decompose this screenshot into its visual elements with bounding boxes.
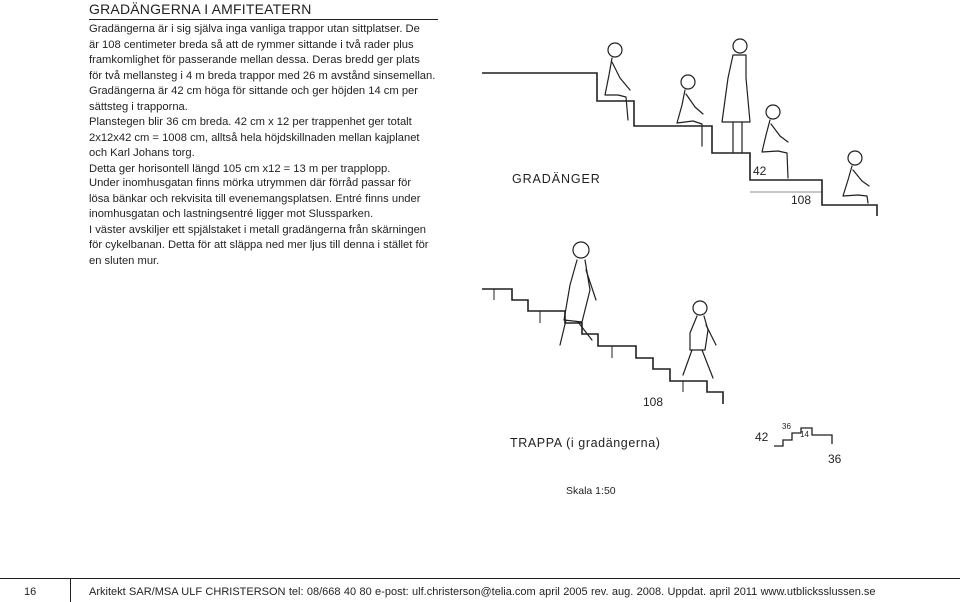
dimension-14: 14 (800, 430, 809, 439)
seated-person-figure (604, 42, 631, 121)
text-line: Detta ger horisontell längd 105 cm x12 =… (89, 162, 391, 175)
detail-step (774, 427, 833, 447)
text-line: Gradängerna är 42 cm höga för sittande o… (89, 85, 418, 97)
paragraph-storage-description: Under inomhusgatan finns mörka utrymmen … (89, 176, 449, 269)
dimension-42-top: 42 (753, 164, 767, 178)
dimension-36-large: 36 (828, 452, 842, 466)
text-line: Under inomhusgatan finns mörka utrymmen … (89, 177, 412, 189)
footer-contact-info: Arkitekt SAR/MSA ULF CHRISTERSON tel: 08… (89, 586, 876, 598)
text-line: och Karl Johans torg. (89, 147, 195, 159)
paragraph-gradanger-description: Gradängerna är i sig själva inga vanliga… (89, 22, 449, 177)
text-line: för två mellansteg i 4 m breda trappor m… (89, 69, 436, 82)
trappa-inner-nosing (493, 289, 684, 392)
dimension-42-bottom: 42 (755, 430, 769, 444)
text-line: I väster avskiljer ett spjälstaket i met… (89, 223, 427, 236)
scale-label: Skala 1:50 (566, 485, 616, 497)
text-line: för cykelbanan. Detta för att släppa ned… (89, 239, 429, 251)
text-line: Planstegen blir 36 cm breda. 42 cm x 12 … (89, 116, 412, 128)
trappa-outline (482, 288, 724, 404)
text-line: Gradängerna är i sig själva inga vanliga… (89, 23, 420, 35)
seated-person-figure (842, 150, 870, 204)
dimension-108-top: 108 (791, 193, 812, 207)
walking-person-figure (682, 300, 717, 379)
footer-divider (70, 578, 71, 602)
text-line: är 108 centimeter breda så att de rymmer… (89, 38, 414, 51)
dimension-36-small: 36 (782, 422, 791, 431)
label-gradanger: GRADÄNGER (512, 172, 601, 186)
footer-rule (0, 578, 960, 579)
text-line: 2x12x42 cm = 1008 cm, alltså hela höjdsk… (89, 131, 420, 144)
dimension-108-bottom: 108 (643, 395, 664, 409)
text-line: en sluten mur. (89, 254, 160, 267)
seated-person-figure (676, 74, 704, 147)
heading-underline (89, 19, 438, 20)
text-line: inomhusgatan och lastningsentré ligger m… (89, 208, 374, 220)
walking-person-figure (559, 241, 597, 346)
gradanger-outline (482, 72, 878, 216)
seated-person-figure (761, 104, 789, 179)
standing-person-figure (721, 38, 751, 153)
page-heading: GRADÄNGERNA I AMFITEATERN (89, 1, 312, 17)
text-line: sättsteg i trapporna. (89, 100, 188, 113)
label-trappa: TRAPPA (i gradängerna) (510, 436, 661, 450)
text-line: lösa bänkar och rekvisita till evenemang… (89, 192, 421, 205)
page-number: 16 (24, 586, 37, 598)
text-line: framkomlighet för passerande mellan dess… (89, 54, 420, 66)
